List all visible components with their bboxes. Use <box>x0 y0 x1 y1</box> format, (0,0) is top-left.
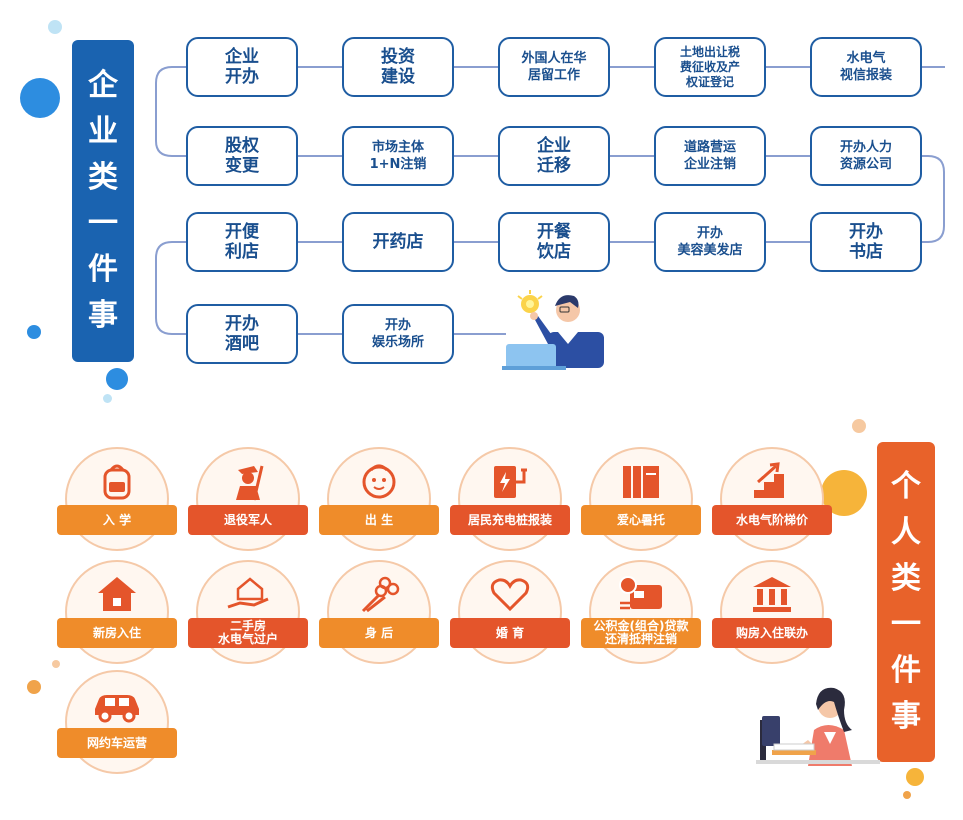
decor-dot <box>27 680 41 694</box>
heart-icon <box>490 578 530 612</box>
banner-char: 事 <box>88 298 118 333</box>
service-item-label: 爱心暑托 <box>581 505 701 535</box>
service-item-tiered-pricing[interactable]: 水电气阶梯价 <box>712 447 832 551</box>
flow-node-road-transport-deregistration[interactable]: 道路营运 企业注销 <box>654 126 766 186</box>
service-item-summer-care[interactable]: 爱心暑托 <box>581 447 701 551</box>
service-item-label: 网约车运营 <box>57 728 177 758</box>
flow-node-market-entity-deregistration[interactable]: 市场主体 1+N注销 <box>342 126 454 186</box>
flow-node-hr-company[interactable]: 开办人力 资源公司 <box>810 126 922 186</box>
decor-dot <box>906 768 924 786</box>
banner-char: 业 <box>88 114 118 149</box>
service-item-after-death[interactable]: 身 后 <box>319 560 439 664</box>
service-item-provident-fund-release[interactable]: 公积金(组合)贷款 还清抵押注销 <box>581 560 701 664</box>
flow-node-enterprise-relocation[interactable]: 企业 迁移 <box>498 126 610 186</box>
businessman-illustration <box>502 290 604 370</box>
car-icon <box>95 695 139 723</box>
flow-node-land-tax-title[interactable]: 土地出让税 费征收及产 权证登记 <box>654 37 766 97</box>
enterprise-category-banner: 企 业 类 一 件 事 <box>72 40 134 362</box>
service-item-label: 居民充电桩报装 <box>450 505 570 535</box>
flow-node-foreign-residence-work[interactable]: 外国人在华 居留工作 <box>498 37 610 97</box>
flow-node-restaurant[interactable]: 开餐 饮店 <box>498 212 610 272</box>
flow-node-entertainment-venue[interactable]: 开办 娱乐场所 <box>342 304 454 364</box>
soldier-icon <box>236 465 264 501</box>
flow-node-equity-change[interactable]: 股权 变更 <box>186 126 298 186</box>
banner-char: 个 <box>891 469 921 504</box>
service-item-label: 新房入住 <box>57 618 177 648</box>
flow-node-pharmacy[interactable]: 开药店 <box>342 212 454 272</box>
service-item-school-enrollment[interactable]: 入 学 <box>57 447 177 551</box>
woman-at-desk-illustration <box>756 687 880 766</box>
decor-dot <box>27 325 41 339</box>
baby-icon <box>362 464 396 499</box>
flow-node-utilities-install[interactable]: 水电气 视信报装 <box>810 37 922 97</box>
flow-node-convenience-store[interactable]: 开便 利店 <box>186 212 298 272</box>
personal-category-banner: 个 人 类 一 件 事 <box>877 442 935 762</box>
decor-dot <box>20 78 60 118</box>
card-coin-icon <box>619 576 662 610</box>
banner-char: 件 <box>88 252 118 287</box>
flow-node-bar[interactable]: 开办 酒吧 <box>186 304 298 364</box>
service-item-label: 二手房 水电气过户 <box>188 618 308 648</box>
house-icon <box>98 577 136 611</box>
service-item-new-house[interactable]: 新房入住 <box>57 560 177 664</box>
decor-dot <box>852 419 866 433</box>
flowers-icon <box>361 576 400 613</box>
charging-pile-icon <box>494 466 527 498</box>
decor-dot <box>103 394 112 403</box>
banner-char: 企 <box>88 68 118 103</box>
service-item-birth[interactable]: 出 生 <box>319 447 439 551</box>
flow-node-investment-construction[interactable]: 投资 建设 <box>342 37 454 97</box>
hand-house-icon <box>227 577 269 609</box>
banner-char: 类 <box>891 561 921 596</box>
service-item-label: 退役军人 <box>188 505 308 535</box>
service-item-joint-processing[interactable]: 购房入住联办 <box>712 560 832 664</box>
service-item-label: 出 生 <box>319 505 439 535</box>
decor-dot <box>48 20 62 34</box>
service-item-label: 入 学 <box>57 505 177 535</box>
service-item-veterans[interactable]: 退役军人 <box>188 447 308 551</box>
school-bag-icon <box>103 464 131 500</box>
banner-char: 人 <box>891 515 921 550</box>
service-item-charging-pile[interactable]: 居民充电桩报装 <box>450 447 570 551</box>
banner-char: 事 <box>891 699 921 734</box>
service-item-marriage-childbirth[interactable]: 婚 育 <box>450 560 570 664</box>
service-item-label: 婚 育 <box>450 618 570 648</box>
books-icon <box>623 466 659 498</box>
service-item-ride-hailing[interactable]: 网约车运营 <box>57 670 177 774</box>
stairs-arrow-icon <box>754 462 784 498</box>
banner-char: 类 <box>88 160 118 195</box>
flow-node-start-business[interactable]: 企业 开办 <box>186 37 298 97</box>
flow-node-bookstore[interactable]: 开办 书店 <box>810 212 922 272</box>
service-item-label: 水电气阶梯价 <box>712 505 832 535</box>
banner-char: 件 <box>891 653 921 688</box>
flow-node-beauty-salon[interactable]: 开办 美容美发店 <box>654 212 766 272</box>
decor-dot <box>52 660 60 668</box>
decor-dot <box>903 791 911 799</box>
banner-char: 一 <box>891 607 921 642</box>
service-item-second-hand-transfer[interactable]: 二手房 水电气过户 <box>188 560 308 664</box>
service-item-label: 公积金(组合)贷款 还清抵押注销 <box>581 618 701 648</box>
service-item-label: 身 后 <box>319 618 439 648</box>
decor-dot <box>106 368 128 390</box>
service-item-label: 购房入住联办 <box>712 618 832 648</box>
banner-char: 一 <box>88 206 118 241</box>
bank-icon <box>753 577 791 612</box>
